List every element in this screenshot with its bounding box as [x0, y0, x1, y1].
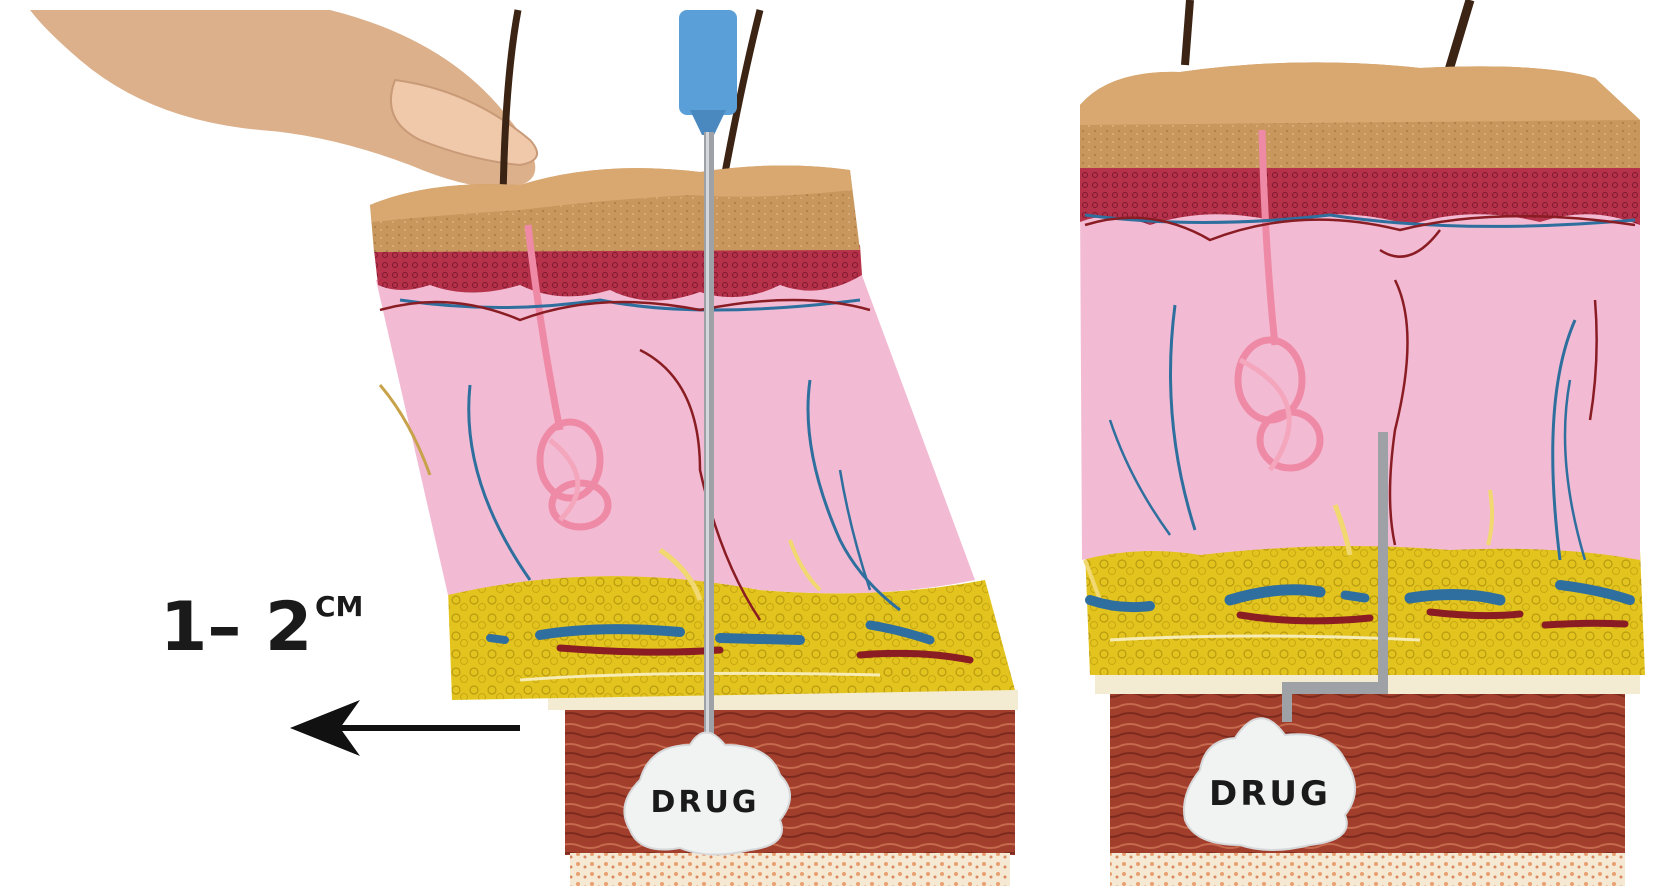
shift-distance-label: 1– 2 CM: [160, 588, 363, 667]
left-panel: DRUG 1– 2 CM: [30, 10, 1018, 886]
left-arrow-icon: [290, 700, 520, 756]
shift-value: 1– 2: [160, 588, 312, 667]
right-panel: DRUG: [1080, 0, 1645, 886]
finger-illustration: [30, 10, 537, 188]
shift-unit: CM: [315, 590, 363, 623]
dermis-layer: [376, 270, 975, 595]
drug-label-right: DRUG: [1209, 774, 1331, 814]
muscle-layer-right: [1110, 690, 1625, 855]
drug-label-left: DRUG: [651, 785, 760, 820]
needle-hub: [679, 10, 737, 115]
skin-block-shifted: [370, 165, 1015, 700]
bone-layer-right: [1110, 853, 1625, 886]
bone-layer: [570, 853, 1010, 886]
